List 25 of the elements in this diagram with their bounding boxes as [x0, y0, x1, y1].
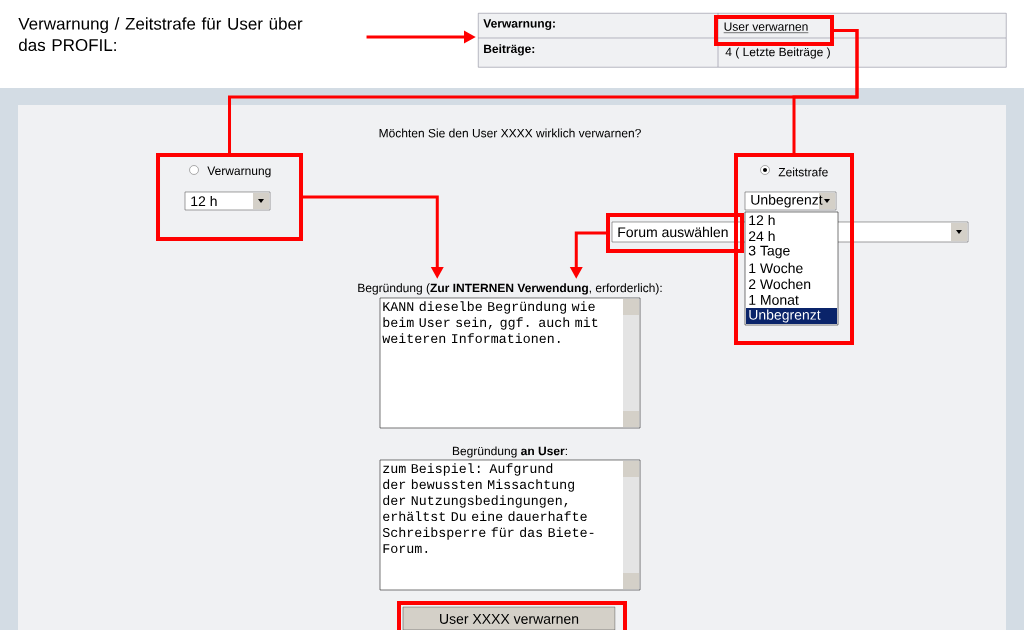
option-label: Zeitstrafe [778, 167, 828, 177]
highlight-box: User verwarnen [714, 15, 834, 46]
dropdown-option: Unbegrenzt [746, 308, 837, 324]
question-text: Möchten Sie den User XXXX wirklich verwarnen? [379, 128, 641, 138]
connector-line [792, 29, 859, 153]
option-label: Verwarnung [207, 166, 271, 178]
dropdown-field: 12 h [184, 191, 271, 211]
table-label: Verwarnung: [483, 19, 555, 31]
intro-text: Verwarnung / Zeitstrafe für User über das PROFIL: [18, 17, 303, 52]
dropdown-option: 2 Wochen [749, 278, 811, 290]
field-label: Begründung an User: [452, 446, 567, 458]
dropdown-option: 12 h [749, 214, 775, 226]
table-text: 4 ( Letzte Beiträge ) [725, 47, 830, 59]
text-area: zum Beispiel: Aufgrund der bewussten Missachtung der Nutzungsbedingungen, erhältst Du eine dauerhafte Schreibsperre für das Biete-Forum. [379, 459, 641, 591]
dropdown-field: Unbegrenzt [744, 191, 837, 211]
dropdown-option: 1 Woche [749, 262, 803, 274]
text-area: KANN dieselbe Begründung wie beim User sein, ggf. auch mit weiteren Informationen. [379, 297, 641, 429]
submit-button: User XXXX verwarnen [402, 606, 616, 630]
profile-table [477, 12, 1007, 68]
highlight-box: Forum auswählen [606, 213, 744, 253]
field-label: Begründung (Zur INTERNEN Verwendung, erforderlich): [358, 283, 662, 295]
table-label: Beiträge: [484, 44, 535, 56]
dropdown-option: 3 Tage [748, 245, 790, 259]
dropdown-option: 24 h [749, 230, 775, 242]
dropdown-option: 1 Monat [749, 295, 799, 305]
